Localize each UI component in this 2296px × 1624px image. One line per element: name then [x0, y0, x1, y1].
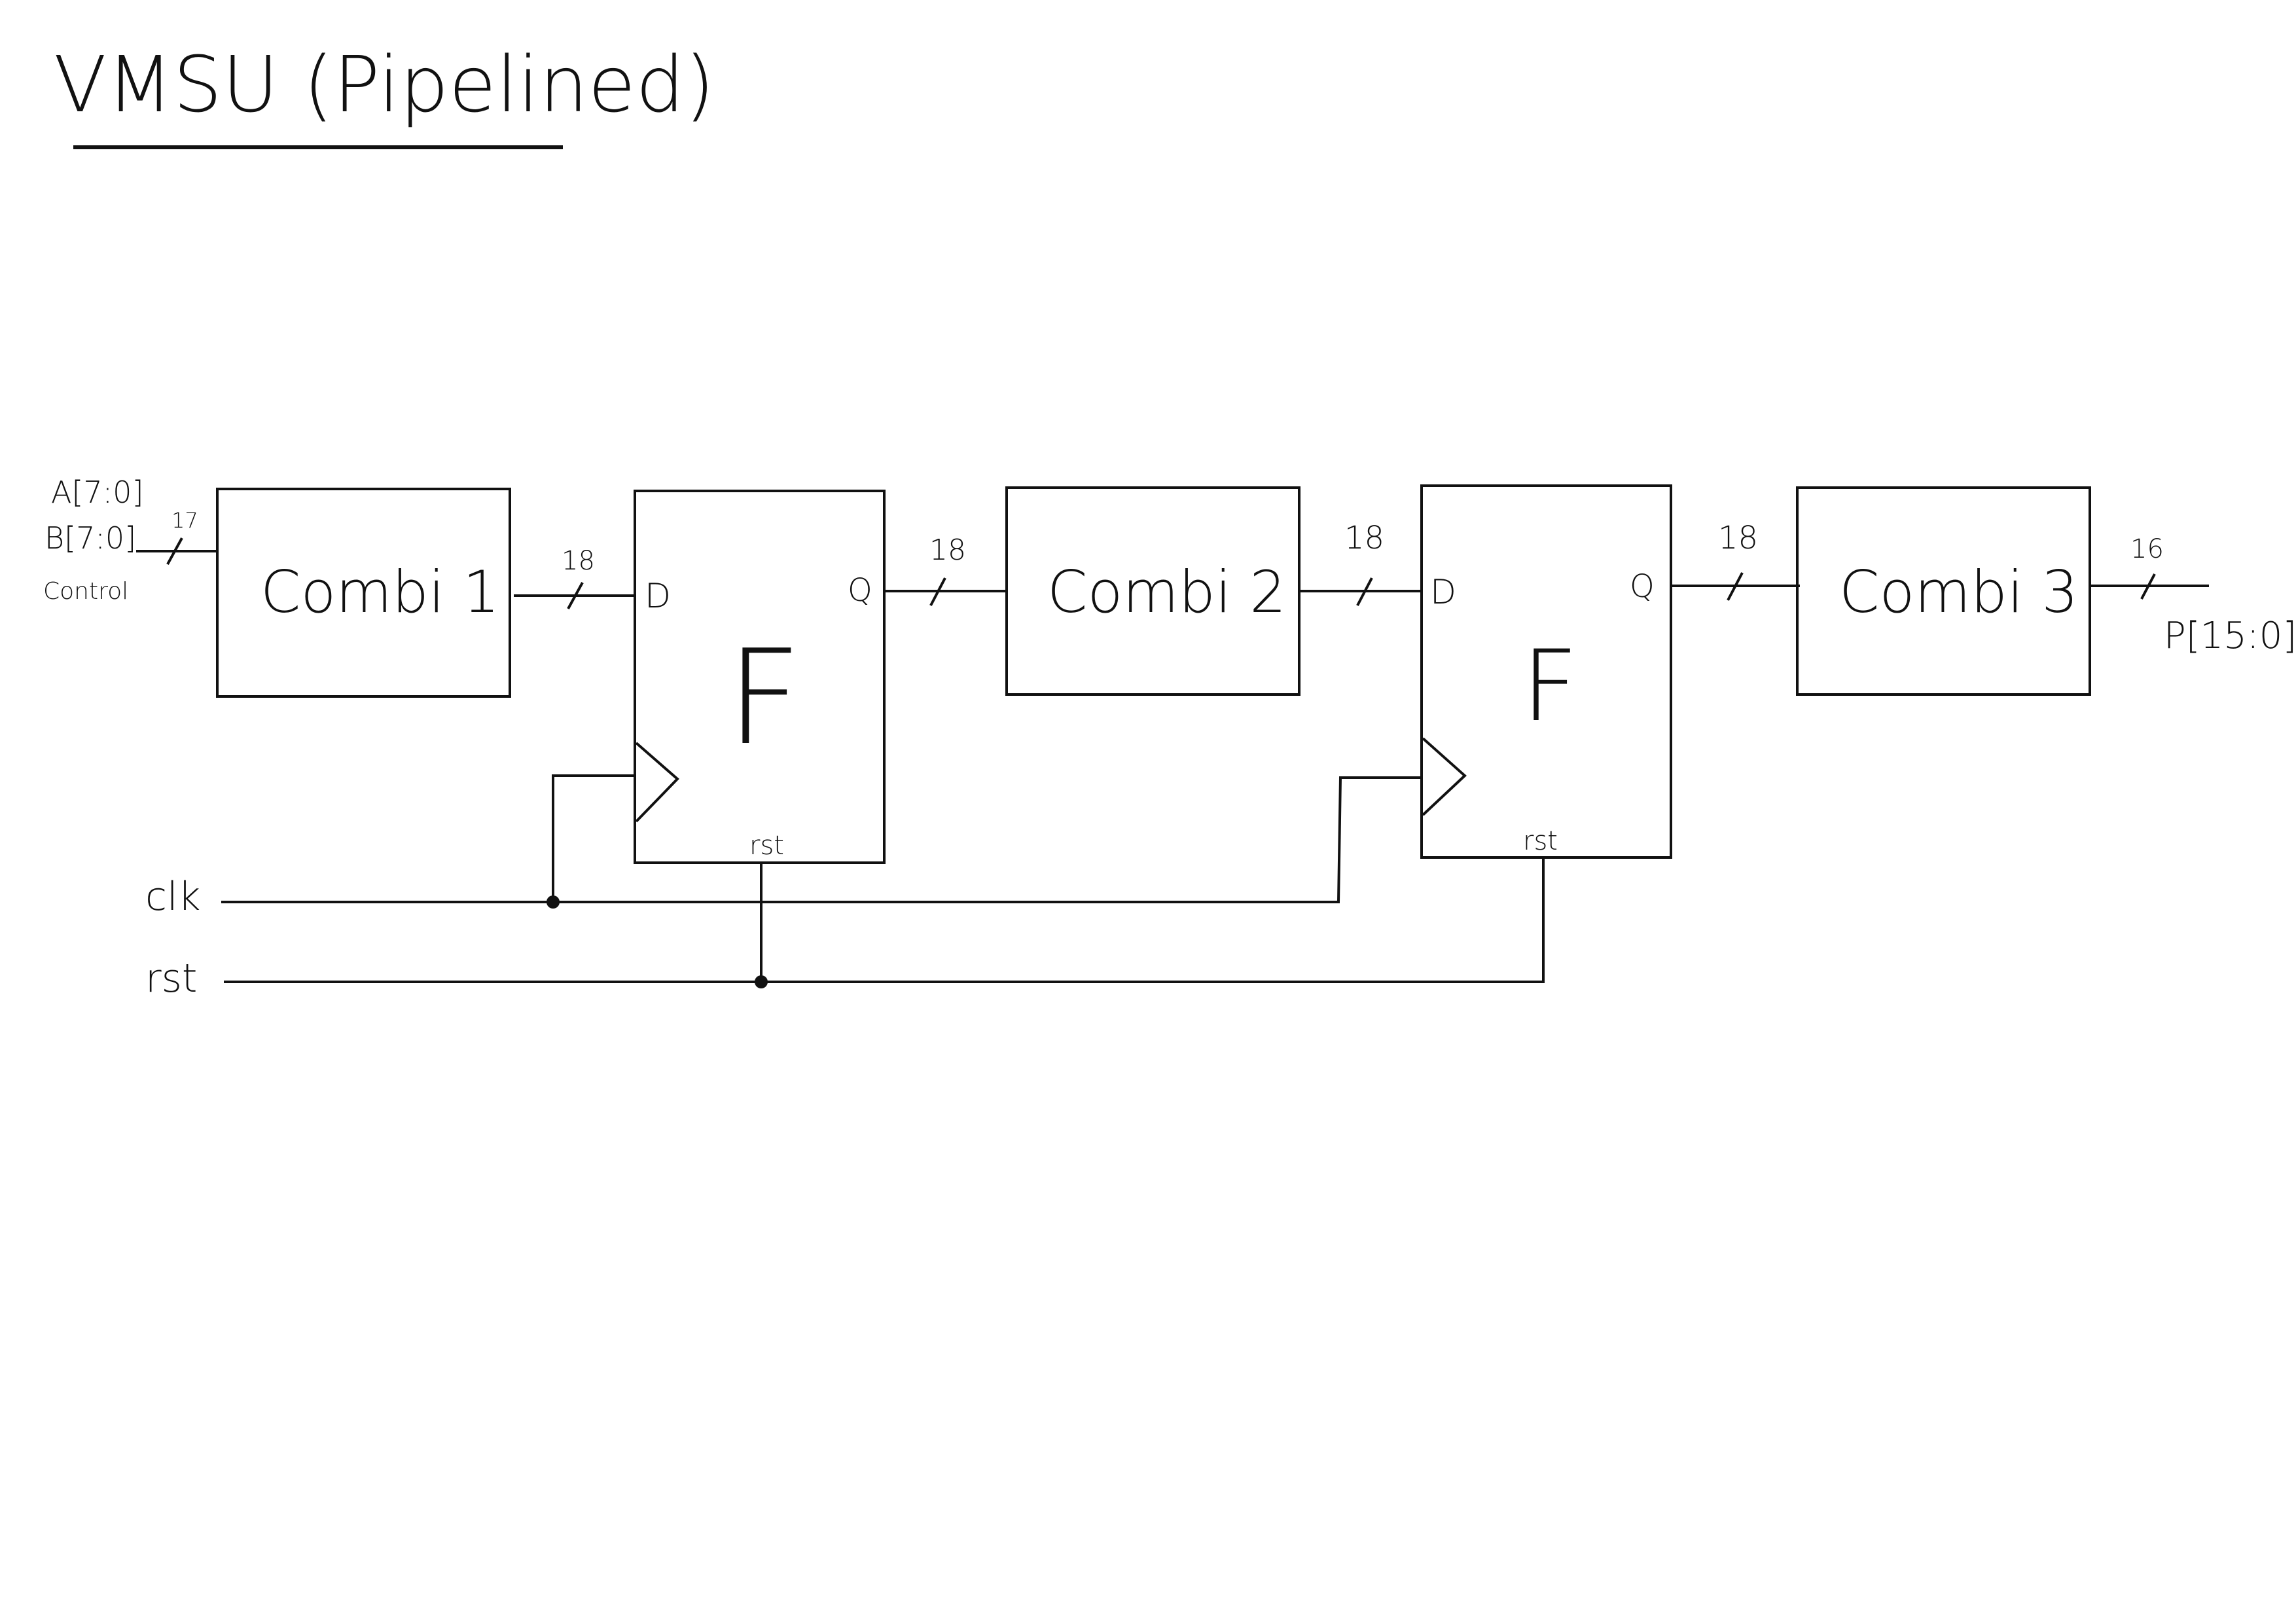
input-bus-width-tick [166, 537, 183, 565]
combi-2-label: Combi 2 [1047, 558, 1286, 626]
output-bus-width-tick [2140, 573, 2156, 600]
ff2-combi3-width-label: 18 [1718, 520, 1758, 556]
flip-flop-2 [1420, 484, 1672, 859]
clock-signal-label: clk [145, 874, 200, 920]
input-b-label: B[7:0] [45, 520, 136, 556]
input-a-label: A[7:0] [51, 475, 143, 510]
ff2-reset-port-label: rst [1523, 826, 1558, 856]
output-label: P[15:0] [2164, 615, 2296, 657]
combi-1-block [216, 488, 511, 698]
clock-junction-dot [547, 895, 560, 909]
ff1-clock-branch-wire [552, 774, 636, 902]
combi-3-label: Combi 3 [1839, 558, 2078, 626]
ff1-combi2-width-label: 18 [929, 533, 966, 567]
reset-wire [224, 857, 1545, 983]
ff2-clock-triangle [1422, 737, 1467, 816]
combi-1-label: Combi 1 [260, 558, 499, 626]
reset-junction-dot [755, 975, 768, 988]
output-bus-width-label: 16 [2130, 534, 2164, 564]
combi2-ff2-width-label: 18 [1344, 520, 1384, 556]
ff2-d-port-label: D [1430, 573, 1456, 612]
reset-signal-label: rst [145, 956, 197, 1001]
combi2-ff2-width-tick [1356, 577, 1373, 606]
ff2-combi3-width-tick [1727, 572, 1744, 601]
ff1-clock-triangle [635, 742, 679, 823]
ff1-combi2-width-tick [929, 577, 946, 606]
ff1-d-port-label: D [645, 577, 671, 616]
ff2-q-port-label: Q [1630, 568, 1655, 605]
input-bus-width-label: 17 [171, 508, 198, 533]
ff1-name-label: F [726, 622, 802, 774]
flip-flop-1 [634, 490, 886, 864]
ff1-q-port-label: Q [848, 572, 872, 609]
diagram-title: VMSU (Pipelined) [54, 39, 715, 130]
combi-2-block [1005, 486, 1300, 696]
ff1-reset-port-label: rst [749, 831, 784, 861]
combi1-ff1-width-tick [567, 582, 584, 609]
input-control-label: Control [43, 578, 128, 605]
combi1-ff1-width-label: 18 [562, 546, 595, 576]
clock-wire [221, 776, 1423, 903]
ff2-name-label: F [1522, 630, 1578, 744]
combi-3-block [1796, 486, 2091, 696]
